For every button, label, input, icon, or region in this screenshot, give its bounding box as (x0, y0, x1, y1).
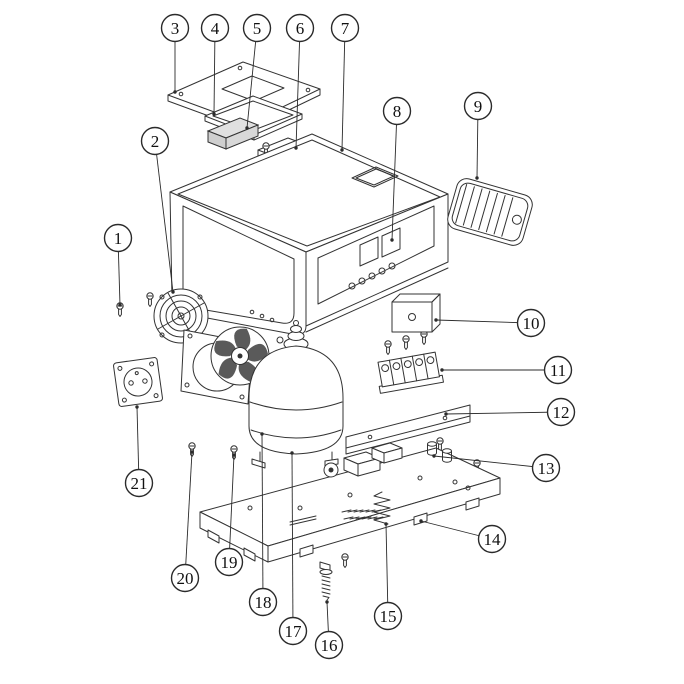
callout-number: 15 (380, 607, 397, 626)
callout-balloon (382, 96, 412, 126)
callout-21: 21 (124, 405, 154, 498)
callout-number: 11 (550, 361, 566, 380)
callout-number: 9 (474, 97, 483, 116)
callout-number: 2 (151, 132, 160, 151)
callout-balloon (248, 587, 278, 617)
callout-number: 21 (131, 474, 148, 493)
screw-icon (341, 553, 349, 568)
callout-6: 6 (285, 13, 315, 150)
drain-bolt (319, 561, 333, 601)
callout-13: 13 (432, 453, 561, 483)
callout-5: 5 (242, 13, 272, 130)
callout-number: 6 (296, 19, 305, 38)
callout-number: 14 (484, 530, 502, 549)
callout-balloon (285, 13, 315, 43)
callout-balloon (278, 616, 308, 646)
callout-17: 17 (278, 451, 308, 646)
callout-balloon (373, 601, 403, 631)
base-plate (199, 447, 501, 563)
callout-number: 13 (538, 459, 555, 478)
callout-4: 4 (200, 13, 230, 116)
callout-number: 19 (221, 553, 238, 572)
callout-balloon (543, 355, 573, 385)
callout-balloon (170, 563, 200, 593)
callout-balloon (160, 13, 190, 43)
callout-balloon (124, 468, 154, 498)
callout-balloon (200, 13, 230, 43)
callout-15: 15 (373, 522, 403, 631)
mounting-bracket (391, 293, 441, 333)
callout-balloon (477, 524, 507, 554)
terminal-block (377, 351, 444, 394)
callout-number: 18 (255, 593, 272, 612)
screw-icon (420, 330, 428, 345)
callout-14: 14 (419, 519, 507, 554)
screw-icon (146, 292, 154, 307)
callout-number: 3 (171, 19, 180, 38)
callout-1: 1 (103, 223, 133, 307)
callout-3: 3 (160, 13, 190, 94)
callout-number: 8 (393, 102, 402, 121)
main-housing (169, 133, 449, 336)
callout-balloon (214, 547, 244, 577)
power-socket-plate (113, 357, 163, 407)
callout-20: 20 (170, 450, 200, 593)
callout-2: 2 (140, 126, 175, 294)
callout-balloon (531, 453, 561, 483)
callout-balloon (314, 630, 344, 660)
callout-12: 12 (444, 397, 576, 427)
mounting-rail (345, 404, 471, 455)
callout-19: 19 (214, 453, 244, 577)
callout-balloon (242, 13, 272, 43)
callout-7: 7 (330, 13, 360, 152)
callout-8: 8 (382, 96, 412, 242)
callout-18: 18 (248, 432, 278, 617)
callout-number: 1 (114, 229, 123, 248)
foam-block (206, 117, 260, 150)
callout-balloon (330, 13, 360, 43)
callout-balloon (103, 223, 133, 253)
callout-balloon (463, 91, 493, 121)
callout-number: 16 (321, 636, 338, 655)
screw-icon (384, 340, 392, 355)
callout-balloon (546, 397, 576, 427)
callout-number: 17 (285, 622, 303, 641)
callout-balloon (516, 308, 546, 338)
callout-number: 4 (211, 19, 220, 38)
callout-9: 9 (463, 91, 493, 180)
callout-10: 10 (434, 308, 546, 338)
base-components (323, 441, 452, 478)
callout-11: 11 (440, 355, 573, 385)
callout-number: 7 (341, 19, 350, 38)
callout-number: 12 (553, 403, 570, 422)
callout-number: 5 (253, 19, 262, 38)
spring (373, 491, 391, 525)
callout-balloon (140, 126, 170, 156)
callout-number: 10 (523, 314, 540, 333)
callout-number: 20 (177, 569, 194, 588)
side-grille (447, 178, 533, 246)
callout-16: 16 (314, 600, 344, 660)
screw-icon (402, 335, 410, 350)
